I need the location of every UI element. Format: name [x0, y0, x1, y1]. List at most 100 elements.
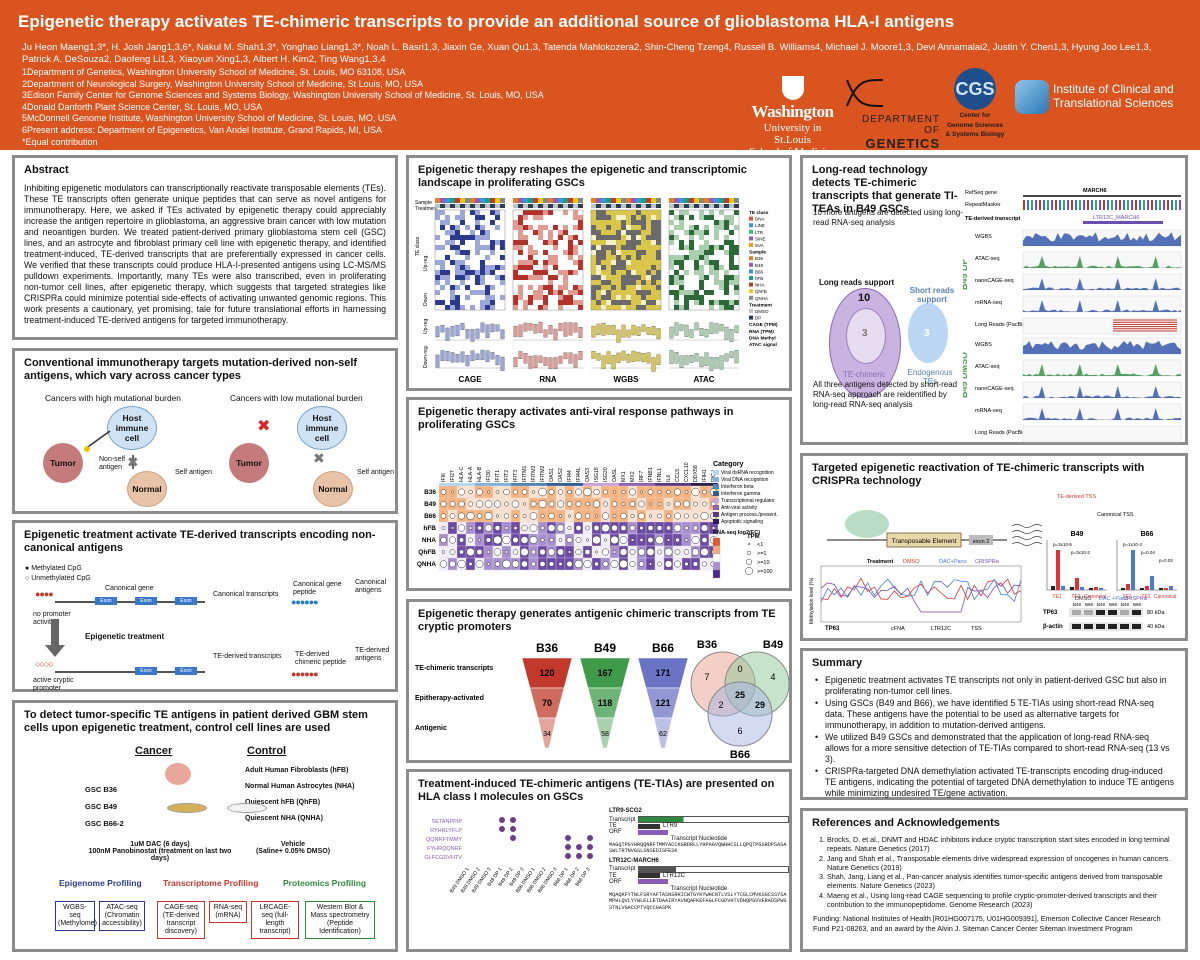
- tpm-dot: [466, 512, 475, 520]
- heatmap-cell: [611, 275, 616, 280]
- heatmap-cell: [616, 240, 621, 245]
- detection-dot: [565, 835, 571, 841]
- boxplot-box: [606, 325, 611, 335]
- tpm-dot: [585, 538, 590, 542]
- sample-annotation-cell: [656, 198, 661, 203]
- treatment-annotation-cell: [651, 204, 656, 208]
- heatmap-cell: [734, 300, 739, 305]
- heatmap-cell: [455, 300, 460, 305]
- sample-label: B66: [652, 641, 674, 655]
- heatmap-cell: [694, 225, 699, 230]
- tpm-dot: [610, 559, 619, 569]
- heatmap-cell: [538, 250, 543, 255]
- heatmap-cell: [621, 275, 626, 280]
- heatmap-cell: [518, 215, 523, 220]
- heatmap-cell: [450, 285, 455, 290]
- panel-title: To detect tumor-specific TE antigens in …: [24, 709, 368, 734]
- panel-title: Conventional immunotherapy targets mutat…: [24, 357, 358, 382]
- heatmap-cell: [724, 285, 729, 290]
- category-cell: [646, 483, 655, 486]
- tpm-dot: [648, 514, 653, 518]
- tpm-dot: [468, 537, 473, 543]
- heatmap-cell: [699, 265, 704, 270]
- heatmap-cell: [734, 260, 739, 265]
- tpm-dot: [511, 500, 520, 508]
- heatmap-cell: [694, 295, 699, 300]
- heatmap-cell: [734, 250, 739, 255]
- heatmap-cell: [714, 210, 719, 215]
- heatmap-cell: [646, 235, 651, 240]
- heatmap-cell: [543, 280, 548, 285]
- legend-label: Treatment: [867, 559, 893, 565]
- bar: [1061, 586, 1065, 590]
- heatmap-cell: [674, 235, 679, 240]
- boxplot-box: [568, 322, 573, 336]
- sample-annotation-cell: [490, 198, 495, 203]
- heatmap-cell: [719, 290, 724, 295]
- tpm-dot: [601, 523, 610, 533]
- heatmap-cell: [704, 305, 709, 310]
- heatmap-cell: [460, 270, 465, 275]
- heatmap-cell: [543, 275, 548, 280]
- gene-label: CXCL10: [684, 462, 690, 482]
- tpm-dot: [451, 490, 454, 494]
- tpm-dot: [458, 488, 465, 496]
- value-label: 58: [601, 731, 609, 738]
- heatmap-cell: [568, 245, 573, 250]
- row-label: TE class: [415, 236, 421, 256]
- sample-annotation-cell: [704, 198, 709, 203]
- heatmap-frame: [434, 209, 506, 311]
- tpm-dot: [683, 549, 690, 555]
- heatmap-cell: [445, 255, 450, 260]
- heatmap-cell: [714, 270, 719, 275]
- tpm-dot: [440, 500, 447, 508]
- heatmap-cell: [538, 295, 543, 300]
- heatmap-cell: [709, 255, 714, 260]
- category-cell: [619, 483, 628, 486]
- boxplot-box: [689, 329, 694, 338]
- group-label: TE2: [1141, 594, 1150, 600]
- heatmap-cell: [523, 245, 528, 250]
- repeat-element: [1135, 200, 1137, 210]
- heatmap-cell: [616, 245, 621, 250]
- boxplot-box: [533, 324, 538, 334]
- boxplot-box: [480, 349, 485, 360]
- heatmap-cell: [724, 300, 729, 305]
- blot-band: [1120, 610, 1129, 615]
- heatmap-cell: [553, 305, 558, 310]
- legend-dot: [746, 550, 752, 556]
- x-label: TP63: [825, 626, 840, 632]
- heatmap-cell: [729, 215, 734, 220]
- heatmap-cell: [485, 220, 490, 225]
- heatmap-cell: [563, 260, 568, 265]
- heatmap-cell: [538, 265, 543, 270]
- heatmap-cell: [719, 300, 724, 305]
- heatmap-cell: [734, 215, 739, 220]
- venn-count: 0: [737, 664, 742, 674]
- heatmap-cell: [490, 245, 495, 250]
- heatmap-cell: [523, 230, 528, 235]
- heatmap-cell: [689, 235, 694, 240]
- legend-label: >=1: [757, 551, 766, 557]
- boxplot-box: [573, 322, 578, 333]
- legend-label: B66: [755, 269, 764, 274]
- heatmap-cell: [465, 300, 470, 305]
- summary-list: Epigenetic treatment activates TE transc…: [803, 670, 1185, 799]
- legend-heading: RNA-seq log2(FC): [713, 530, 760, 536]
- heatmap-cell: [553, 250, 558, 255]
- gene-label: IFI44L: [576, 467, 582, 482]
- tpm-dot: [619, 536, 628, 544]
- heatmap-cell: [591, 305, 596, 310]
- track-label: RefSeq gene: [965, 190, 997, 196]
- heatmap-cell: [578, 260, 583, 265]
- heatmap-cell: [450, 210, 455, 215]
- heatmap-cell: [679, 220, 684, 225]
- heatmap-cell: [606, 260, 611, 265]
- legend-label: DMSO: [903, 559, 920, 565]
- boxplot-box: [528, 323, 533, 331]
- legend-swatch: [749, 289, 753, 294]
- heatmap-cell: [669, 260, 674, 265]
- category-cell: [475, 483, 484, 486]
- tpm-dot: [594, 514, 599, 518]
- track-label: mRNA-seq: [975, 300, 1002, 306]
